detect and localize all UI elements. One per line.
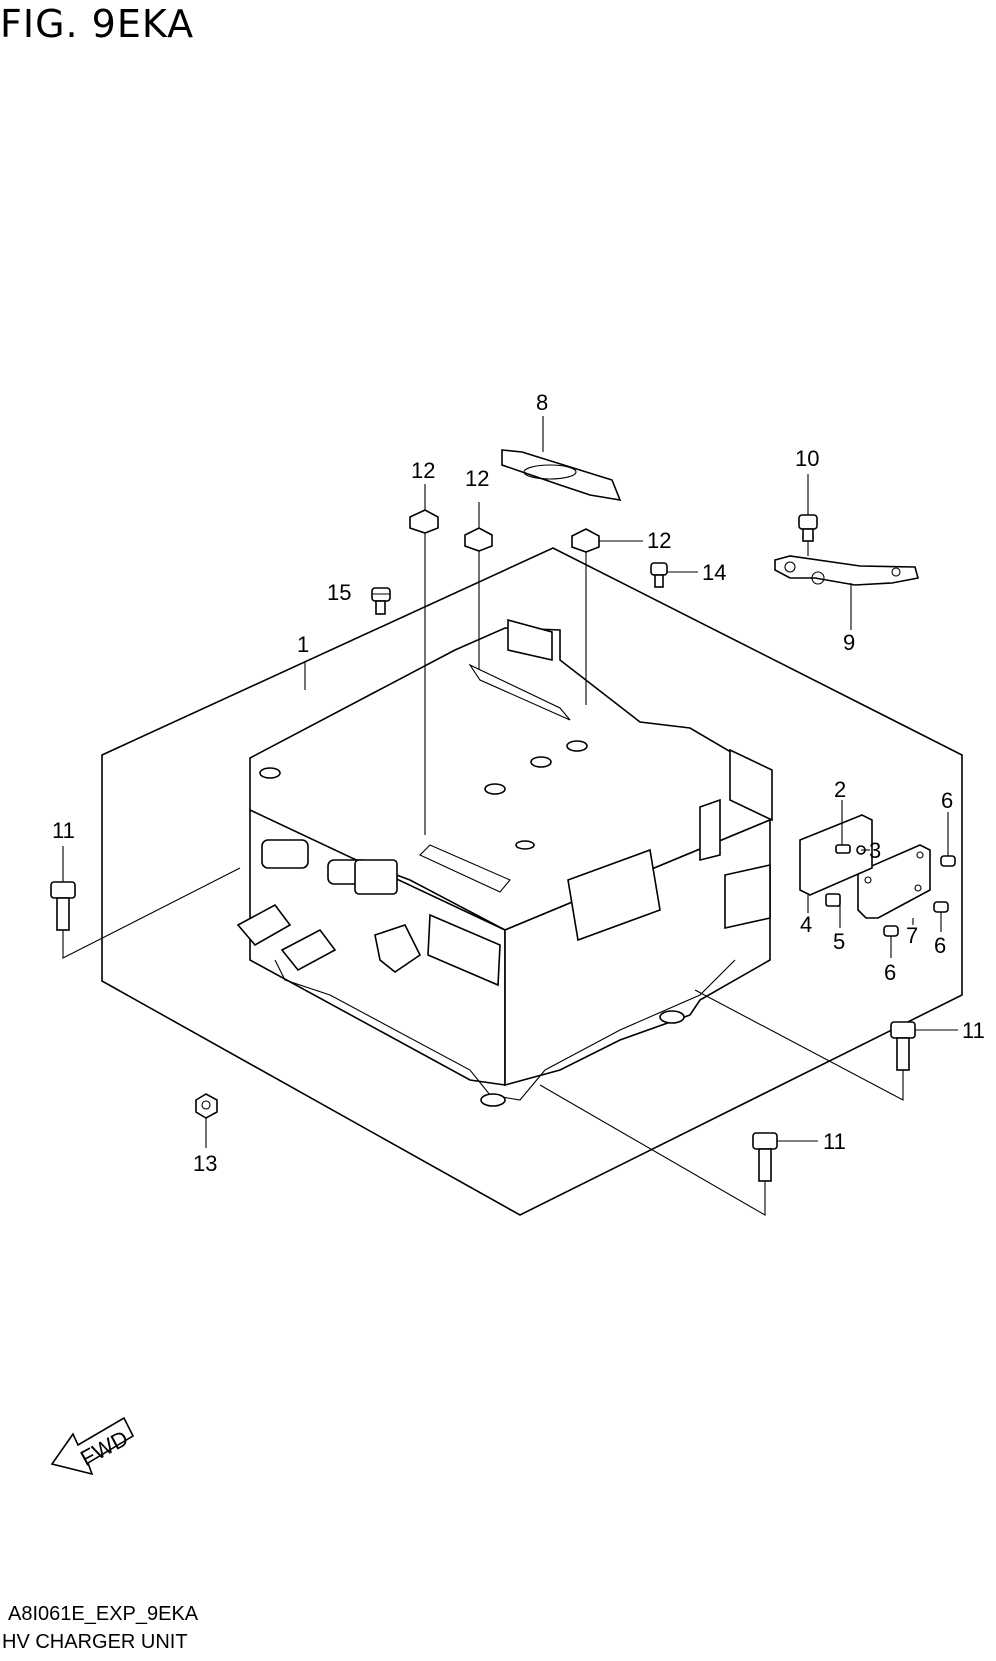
hv-charger-unit-body [236,618,773,1107]
callout-1: 1 [297,632,309,657]
part-name: HV CHARGER UNIT [2,1631,188,1653]
callout-4: 4 [800,912,812,937]
callout-5: 5 [833,929,845,954]
callout-10: 10 [795,446,819,471]
callout-7: 7 [906,923,918,948]
callout-11-a: 11 [52,818,75,843]
cover-plate-7 [857,844,931,919]
bolt-14 [650,562,668,588]
nut-12-a [409,509,439,534]
clip-5 [825,893,841,907]
callout-labels: 1 2 3 4 5 6 6 6 7 8 9 10 11 11 11 12 12 … [52,390,985,1176]
bracket-9 [774,555,919,586]
callout-12-a: 12 [411,458,435,483]
bracket-8 [501,449,622,502]
callout-15: 15 [327,580,351,605]
nut-12-c [571,528,600,553]
callout-8: 8 [536,390,548,415]
bolt-11-left [50,881,76,931]
callout-6-c: 6 [884,960,896,985]
fwd-arrow: FWD [50,1416,135,1476]
callout-6-a: 6 [941,788,953,813]
callout-12-b: 12 [465,466,489,491]
screw-6-c [883,925,899,937]
gasket-4 [799,814,873,896]
bolt-15 [371,587,391,615]
assembly-outline [101,547,963,1216]
callout-6-b: 6 [934,933,946,958]
nut-13 [195,1093,218,1119]
callout-11-b: 11 [962,1018,985,1043]
bolt-10 [798,514,818,542]
nut-12-b [464,527,493,552]
screw-6-a [940,855,956,867]
callout-2: 2 [834,777,846,802]
figure-title: FIG. 9EKA [0,2,195,46]
callout-14: 14 [702,560,726,585]
callout-3: 3 [869,838,881,863]
callout-11-c: 11 [823,1129,846,1154]
callout-12-c: 12 [647,528,671,553]
bolt-11-right [890,1021,916,1071]
bolt-11-bottom [752,1132,778,1182]
leader-lines [62,416,958,1216]
screw-6-b [933,901,949,913]
callout-9: 9 [843,630,855,655]
drawing-code: A8I061E_EXP_9EKA [8,1603,199,1625]
bolt-2 [835,844,851,854]
callout-13: 13 [193,1151,217,1176]
